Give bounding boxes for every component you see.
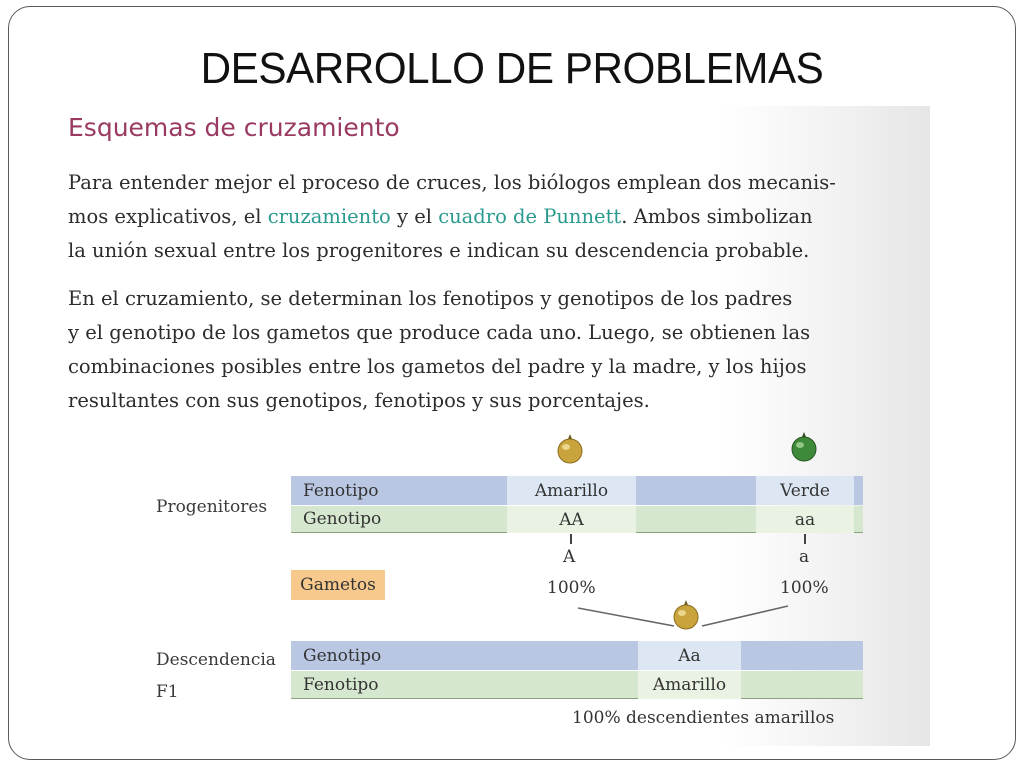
- gamete-merge-lines: [577, 605, 789, 627]
- paragraph-2-line-4: resultantes con sus genotipos, fenotipos…: [68, 389, 650, 412]
- genotipo-label: Genotipo: [303, 509, 382, 529]
- f1-fenotipo-label: Fenotipo: [303, 674, 379, 695]
- paragraph-2-line-3: combinaciones posibles entre los gametos…: [68, 355, 807, 378]
- green-pea-icon: [791, 432, 817, 462]
- paragraph-2-line-2: y el genotipo de los gametos que produce…: [68, 321, 811, 344]
- f1-label: F1: [156, 682, 179, 702]
- text-segment: mos explicativos, el: [68, 205, 268, 228]
- fenotipo-label: Fenotipo: [303, 480, 379, 501]
- parent1-genotype-cell: AA: [507, 506, 636, 533]
- paragraph-2-line-1: En el cruzamiento, se determinan los fen…: [68, 287, 793, 310]
- f1-phenotype-cell: Amarillo: [638, 671, 741, 699]
- term-cruzamiento: cruzamiento: [267, 205, 391, 228]
- yellow-pea-icon: [557, 434, 583, 464]
- f1-genotipo-row: Genotipo: [291, 641, 863, 670]
- result-text: 100% descendientes amarillos: [572, 708, 835, 728]
- f1-genotipo-label: Genotipo: [303, 645, 382, 666]
- paragraph-2: En el cruzamiento, se determinan los fen…: [68, 282, 924, 418]
- slide-title: DESARROLLO DE PROBLEMAS: [200, 44, 824, 93]
- gamete1-percent: 100%: [547, 578, 596, 598]
- textbook-page: [62, 106, 930, 746]
- parent1-phenotype: Amarillo: [534, 480, 609, 501]
- parent2-genotype-cell: aa: [756, 506, 854, 533]
- paragraph-1-line-3: la unión sexual entre los progenitores e…: [68, 239, 810, 262]
- f1-genotype: Aa: [678, 645, 701, 666]
- text-segment: . Ambos simbolizan: [621, 205, 813, 228]
- section-heading: Esquemas de cruzamiento: [68, 113, 400, 142]
- paragraph-1-line-1: Para entender mejor el proceso de cruces…: [68, 171, 836, 194]
- descendencia-label: Descendencia: [156, 650, 276, 670]
- gamete1-connector: [570, 534, 572, 544]
- f1-fenotipo-row: Fenotipo: [291, 671, 863, 699]
- paragraph-1: Para entender mejor el proceso de cruces…: [68, 166, 924, 268]
- gamete1: A: [563, 547, 576, 567]
- progenitores-label: Progenitores: [156, 497, 268, 517]
- gamete2-percent: 100%: [780, 578, 829, 598]
- gamete2-connector: [804, 534, 806, 544]
- parent1-phenotype-cell: Amarillo: [507, 476, 636, 505]
- parent2-phenotype: Verde: [780, 480, 830, 501]
- text-segment: y el: [390, 205, 439, 228]
- paragraph-1-line-2: mos explicativos, el cruzamiento y el cu…: [68, 200, 924, 234]
- parent2-phenotype-cell: Verde: [756, 476, 854, 505]
- parent2-genotype: aa: [794, 509, 816, 530]
- term-cuadro-punnett: cuadro de Punnett: [438, 205, 622, 228]
- gamete2: a: [799, 547, 810, 567]
- parent1-genotype: AA: [559, 509, 584, 530]
- offspring-pea-icon: [673, 600, 699, 630]
- f1-phenotype: Amarillo: [652, 675, 727, 695]
- gametos-label: Gametos: [291, 570, 385, 600]
- f1-genotype-cell: Aa: [638, 641, 741, 670]
